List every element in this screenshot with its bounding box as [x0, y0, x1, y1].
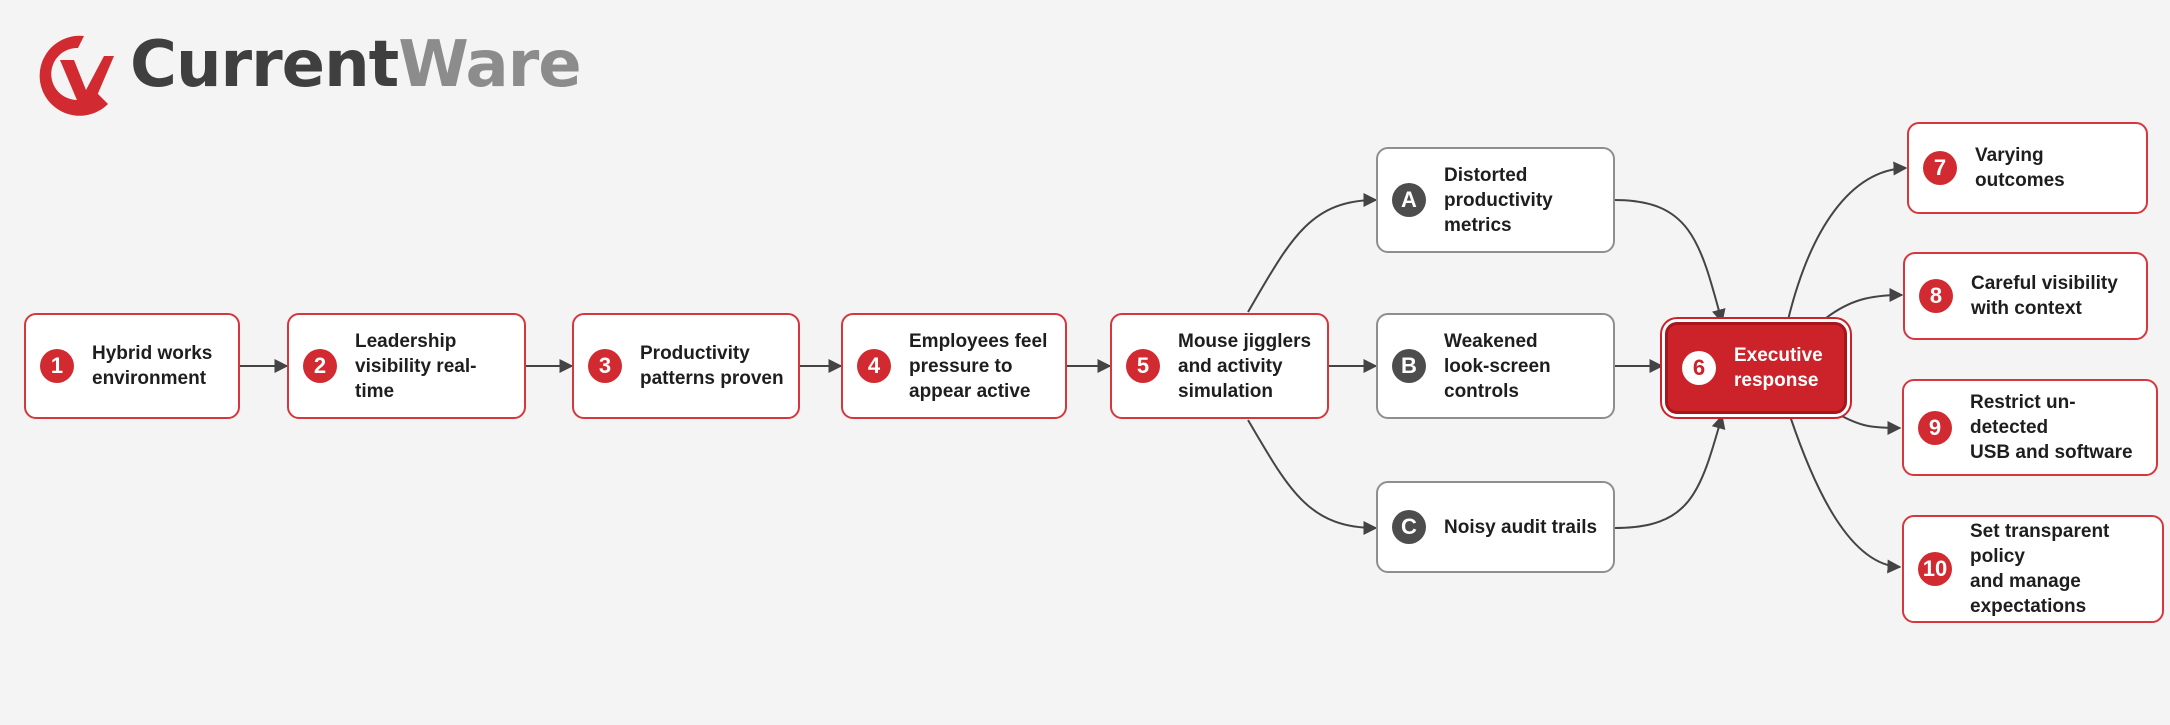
node-7-badge: 7 [1923, 151, 1957, 185]
logo-text-ware: Ware [398, 28, 581, 102]
node-9: 9 Restrict un-detected USB and software [1902, 379, 2158, 476]
node-1: 1 Hybrid works environment [24, 313, 240, 419]
node-6-label: Executive response [1734, 345, 1823, 391]
node-a-badge: A [1392, 183, 1426, 217]
node-2-badge: 2 [303, 349, 337, 383]
node-c-label: Noisy audit trails [1444, 516, 1598, 538]
node-b: B Weakened look-screen controls [1376, 313, 1615, 419]
arrow-6-7 [1787, 161, 1908, 321]
node-5: 5 Mouse jigglers and activity simulation [1110, 313, 1329, 419]
node-9-label: Restrict un-detected USB and software [1970, 392, 2133, 463]
node-8-badge: 8 [1919, 279, 1953, 313]
node-c: C Noisy audit trails [1376, 481, 1615, 573]
currentware-logo: CurrentWare [22, 22, 582, 118]
logo-text-current: Current [130, 28, 399, 102]
logo-wordmark: CurrentWare [130, 28, 582, 102]
arrow-A-6 [1613, 199, 1726, 324]
node-4-label: Employees feel pressure to appear active [909, 330, 1048, 402]
node-1-label: Hybrid works environment [92, 343, 213, 389]
currentware-logo-icon [39, 35, 114, 116]
node-4: 4 Employees feel pressure to appear acti… [841, 313, 1067, 419]
node-a-label: Distorted productivity metrics [1444, 164, 1553, 236]
node-2-label: Leadership visibility real-time [355, 330, 477, 402]
node-8-label: Careful visibility with context [1971, 273, 2118, 319]
arrow-5-C [1247, 419, 1378, 535]
node-7-label: Varying outcomes [1975, 145, 2065, 191]
node-3-badge: 3 [588, 349, 622, 383]
node-4-badge: 4 [857, 349, 891, 383]
arrow-6-9 [1837, 413, 1902, 435]
node-a: A Distorted productivity metrics [1376, 147, 1615, 253]
node-10-label: Set transparent policy and manage expect… [1970, 521, 2110, 617]
node-2: 2 Leadership visibility real-time [287, 313, 526, 419]
node-6-badge: 6 [1682, 351, 1716, 385]
node-c-badge: C [1392, 510, 1426, 544]
node-5-label: Mouse jigglers and activity simulation [1178, 330, 1312, 402]
node-7: 7 Varying outcomes [1907, 122, 2148, 214]
node-5-badge: 5 [1126, 349, 1160, 383]
node-3: 3 Productivity patterns proven [572, 313, 800, 419]
node-10: 10 Set transparent policy and manage exp… [1902, 515, 2164, 623]
arrow-6-10 [1789, 415, 1902, 574]
node-b-label: Weakened look-screen controls [1444, 330, 1551, 402]
node-10-badge: 10 [1918, 552, 1952, 586]
node-b-badge: B [1392, 349, 1426, 383]
node-3-label: Productivity patterns proven [640, 343, 784, 389]
node-6-executive-response: 6 Executive response [1665, 322, 1847, 414]
node-9-badge: 9 [1918, 410, 1952, 445]
node-8: 8 Careful visibility with context [1903, 252, 2148, 340]
node-1-badge: 1 [40, 349, 74, 383]
arrow-5-A [1247, 193, 1378, 313]
arrow-C-6 [1613, 414, 1726, 529]
arrow-6-8 [1825, 288, 1904, 319]
